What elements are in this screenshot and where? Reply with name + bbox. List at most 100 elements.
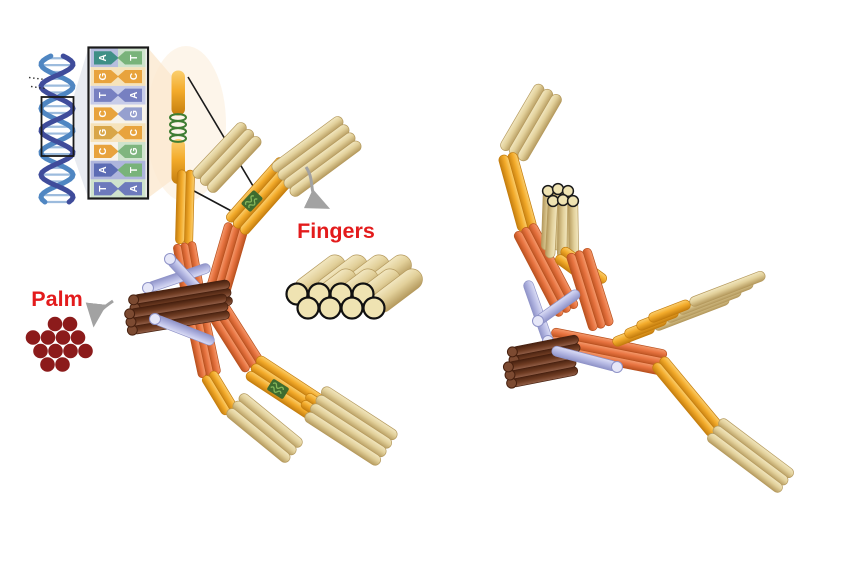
rod (689, 270, 766, 307)
magnifier-cone-peach (148, 48, 172, 198)
palm-helix-circle (63, 343, 78, 359)
base-tag-right (117, 163, 142, 177)
cross-section-circle (296, 296, 320, 320)
base-letter: G (98, 72, 109, 80)
base-tag-right (117, 126, 142, 140)
palm-arrow (85, 299, 114, 328)
rod-end-cap (502, 361, 514, 373)
base-tag-left (94, 107, 119, 121)
helix-selection-box (40, 96, 75, 157)
rod (517, 94, 562, 162)
dna-helix (38, 53, 76, 205)
palm-helix-circle (40, 330, 56, 345)
rod (207, 136, 262, 193)
base-letter: G (98, 129, 109, 137)
rod-end-cap (128, 294, 140, 306)
coil-ring (169, 134, 187, 143)
base-tag-left (94, 182, 119, 196)
cross-section-circle (566, 194, 580, 208)
palm-cross-section (25, 316, 93, 372)
cross-section-circle (546, 194, 560, 208)
cross-section-circle (551, 182, 565, 196)
base-letter: T (129, 167, 140, 173)
cross-section-circle (556, 193, 570, 207)
coil-squiggle (272, 382, 284, 390)
rod-end-cap (149, 313, 161, 325)
palm-helix-circle (33, 343, 48, 359)
base-letter: G (129, 110, 140, 118)
palm-helix-circle (47, 316, 63, 332)
base-letter: A (129, 185, 140, 192)
helix-strand (38, 53, 76, 205)
rod (226, 408, 291, 463)
palm-helix-circle (48, 343, 63, 359)
rod-end-cap (611, 361, 623, 373)
palm-helix-circle (55, 330, 71, 345)
palm-helix-circle (78, 343, 93, 359)
base-letter: T (98, 92, 109, 98)
base-letter: A (129, 92, 140, 99)
base-tag-right (117, 182, 142, 196)
fingers-arrow (303, 166, 331, 209)
rod-end-cap (124, 308, 136, 320)
cross-section-circle (561, 184, 575, 198)
leader-line (187, 76, 257, 192)
rod (175, 169, 187, 245)
base-tag-left (94, 163, 119, 177)
cylinder-top-rod (171, 70, 185, 116)
palm-helix-circle (25, 330, 41, 345)
right-structure-closed-hand (498, 83, 794, 493)
rod (659, 356, 723, 431)
base-tag-left (94, 144, 119, 158)
base-letter: T (129, 55, 140, 61)
magnifier-cone-gray (73, 47, 89, 199)
scaffold-coil-patch (267, 379, 289, 399)
coil-squiggle (270, 386, 282, 394)
cross-section-circle (362, 296, 386, 320)
base-letter: C (98, 148, 109, 155)
dna-duplex-cylinder (169, 70, 187, 184)
base-tag-right (117, 107, 142, 121)
rod (712, 425, 789, 486)
fingers-label: Fingers (297, 219, 375, 243)
fingers-cross-section (285, 254, 423, 320)
base-tag-left (94, 51, 119, 65)
palm-helix-circle (70, 330, 86, 345)
palm-helix-circle (40, 357, 55, 372)
rod (652, 362, 716, 437)
rod-end-cap (164, 253, 176, 265)
base-tag-right (117, 88, 142, 102)
base-tag-right (117, 51, 142, 65)
coil-squiggle (248, 198, 258, 209)
cross-section-circle (340, 296, 364, 320)
palm-helix-circle (62, 316, 78, 332)
coil-squiggle (244, 195, 255, 205)
rod-end-cap (506, 346, 518, 358)
base-letter: G (129, 147, 140, 155)
palm-helix-circle (55, 357, 70, 372)
dotted-mark (28, 76, 46, 81)
base-tag-left (94, 88, 119, 102)
rod (513, 230, 564, 317)
base-letter: C (129, 73, 140, 80)
left-structure-open-hand (124, 116, 398, 466)
base-tag-right (117, 144, 142, 158)
rod (707, 433, 783, 493)
base-letter: T (98, 186, 109, 192)
rod-end-cap (532, 315, 544, 327)
base-tag-left (94, 126, 119, 140)
base-pair-box-border (87, 46, 150, 200)
base-tag-left (94, 69, 119, 84)
